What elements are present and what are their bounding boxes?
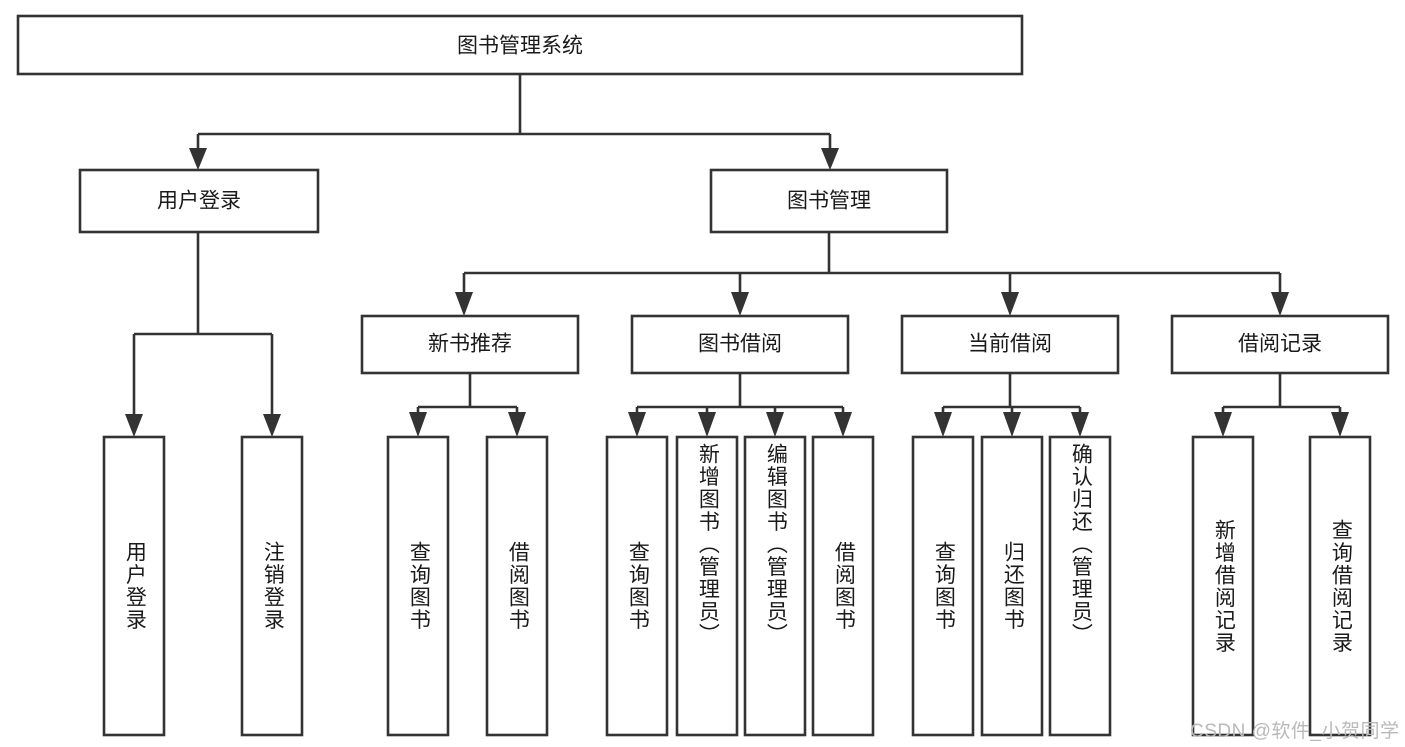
connector-group-root [189, 74, 839, 170]
connector-group-user-login [125, 232, 281, 437]
node-book-borrow-label: 图书借阅 [698, 333, 782, 356]
node-borrow-record[interactable]: 借阅记录 [1170, 314, 1390, 375]
arrow-head-icon [455, 292, 473, 316]
node-new-book-recommend-label: 新书推荐 [428, 333, 512, 356]
leaf-box-current-return[interactable] [980, 435, 1044, 737]
node-book-borrow[interactable]: 图书借阅 [630, 314, 850, 375]
node-user-login-label: 用户登录 [157, 190, 241, 213]
connector-group-new-book-recommend [409, 373, 526, 437]
node-root-box[interactable] [16, 14, 1024, 76]
node-root[interactable]: 图书管理系统 [16, 14, 1024, 76]
leaf-box-borrow-query[interactable] [605, 435, 669, 737]
arrow-head-icon [508, 412, 526, 437]
arrow-head-icon [1001, 292, 1019, 316]
node-current-borrow-label: 当前借阅 [968, 333, 1052, 356]
csdn-watermark: CSDN @软件_小贺同学 [1190, 721, 1400, 742]
connector-group-book-manage [455, 232, 1289, 316]
connector-group-borrow-record [1214, 373, 1349, 437]
leaf-box-current-query[interactable] [911, 435, 975, 737]
node-user-login[interactable]: 用户登录 [78, 168, 320, 234]
connector-group-book-borrow [628, 373, 852, 437]
leaf-box-record-query[interactable] [1308, 435, 1372, 737]
leaf-box-recommend-query[interactable] [386, 435, 450, 737]
arrow-head-icon [263, 414, 281, 437]
arrow-head-icon [934, 412, 952, 437]
node-book-borrow-box[interactable] [630, 314, 850, 375]
connector-group-current-borrow [934, 373, 1089, 437]
leaf-box-record-add[interactable] [1191, 435, 1255, 737]
arrow-head-icon [821, 148, 839, 170]
leaf-box-borrow-do[interactable] [811, 435, 875, 737]
node-borrow-record-label: 借阅记录 [1238, 333, 1322, 356]
arrow-head-icon [628, 412, 646, 437]
node-book-manage[interactable]: 图书管理 [709, 168, 949, 234]
node-book-manage-label: 图书管理 [787, 190, 871, 213]
node-current-borrow-box[interactable] [900, 314, 1120, 375]
arrow-head-icon [731, 292, 749, 316]
arrow-head-icon [125, 414, 143, 437]
node-root-label: 图书管理系统 [457, 35, 583, 58]
node-new-book-recommend[interactable]: 新书推荐 [360, 314, 580, 375]
arrow-head-icon [1331, 412, 1349, 437]
arrow-head-icon [189, 148, 207, 170]
leaf-box-user-logout[interactable] [240, 435, 304, 737]
arrow-head-icon [1271, 292, 1289, 316]
node-new-book-recommend-box[interactable] [360, 314, 580, 375]
arrow-head-icon [1071, 412, 1089, 437]
node-book-manage-box[interactable] [709, 168, 949, 234]
arrow-head-icon [409, 412, 427, 437]
arrow-head-icon [766, 412, 784, 437]
node-borrow-record-box[interactable] [1170, 314, 1390, 375]
leaf-box-borrow-edit[interactable] [743, 435, 807, 737]
node-user-login-box[interactable] [78, 168, 320, 234]
leaf-box-current-confirm[interactable] [1048, 435, 1112, 737]
arrow-head-icon [1214, 412, 1232, 437]
node-current-borrow[interactable]: 当前借阅 [900, 314, 1120, 375]
leaf-box-user-login[interactable] [102, 435, 166, 737]
arrow-head-icon [698, 412, 716, 437]
leaf-box-borrow-add[interactable] [675, 435, 739, 737]
arrow-head-icon [834, 412, 852, 437]
arrow-head-icon [1003, 412, 1021, 437]
leaf-box-recommend-borrow[interactable] [485, 435, 549, 737]
